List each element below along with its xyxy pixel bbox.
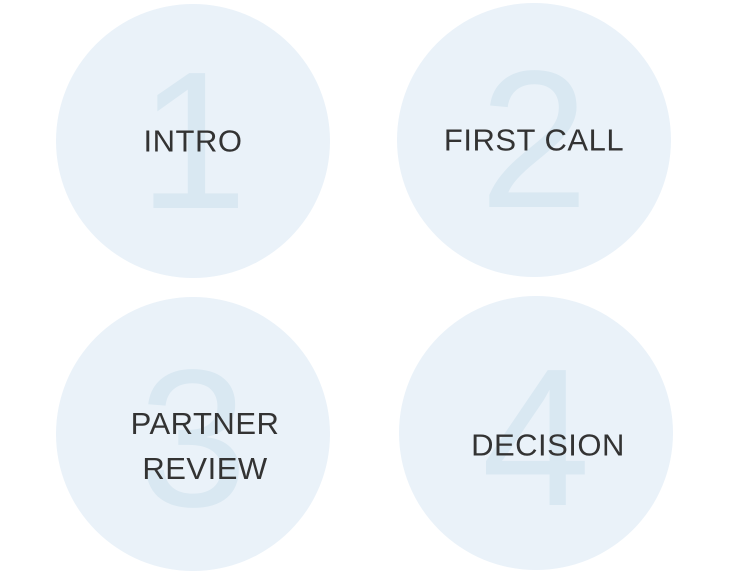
step-label: PARTNER REVIEW: [68, 401, 342, 491]
step-label-line-1: PARTNER: [130, 406, 280, 441]
step-number-watermark: 2: [479, 30, 589, 249]
step-label: INTRO: [143, 123, 243, 159]
step-circle-partner-review: 3 PARTNER REVIEW: [56, 297, 330, 571]
step-circle-intro: 1 INTRO: [56, 4, 330, 278]
step-label-line-2: REVIEW: [142, 451, 268, 486]
step-number-watermark: 1: [138, 31, 248, 250]
step-label: DECISION: [471, 427, 625, 463]
step-number-watermark: 4: [481, 328, 591, 547]
step-circle-first-call: 2 FIRST CALL: [397, 3, 671, 277]
step-circle-decision: 4 DECISION: [399, 296, 673, 570]
step-label: FIRST CALL: [443, 122, 625, 158]
step-number-watermark: 3: [138, 329, 248, 548]
